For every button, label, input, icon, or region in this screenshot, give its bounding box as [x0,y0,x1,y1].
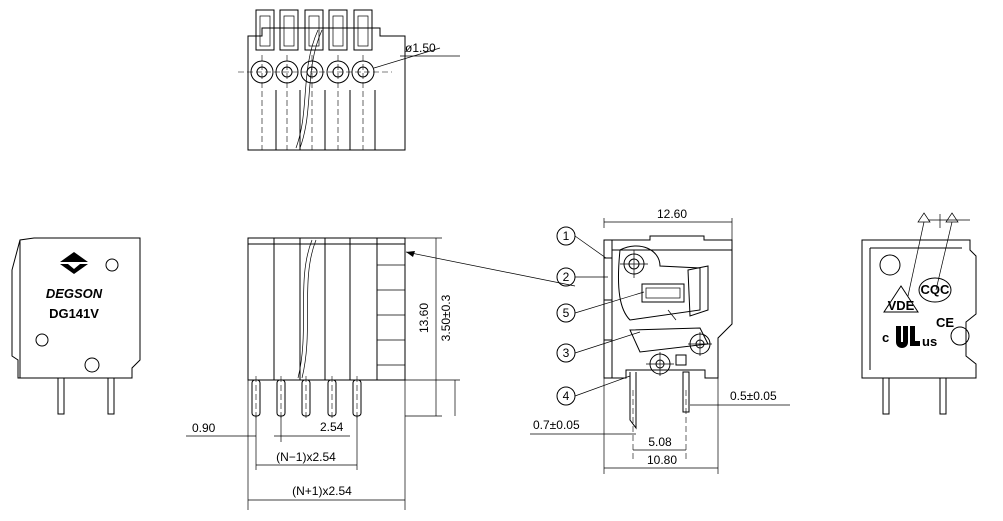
n-plus-1-dim-label: (N+1)x2.54 [292,484,352,498]
pin-left [57,377,65,415]
hole-diameter-label: ø1.50 [405,41,436,55]
svg-text:CQC: CQC [921,282,951,297]
section-pin-left [629,372,637,430]
reference-arrow [405,251,576,287]
vde-mark: VDE [883,285,919,313]
wire-entry-slots [255,9,373,51]
brand-label: DEGSON [46,286,103,301]
pin-width-dim-label: 0.7±0.05 [533,418,580,432]
svg-text:c: c [882,330,889,345]
svg-text:1: 1 [563,229,570,243]
pin-length-dim-label: 3.50±0.3 [439,294,453,341]
pitch-dim-label: 2.54 [320,420,344,434]
svg-text:VDE: VDE [888,298,915,313]
height-dim-label: 13.60 [417,303,431,333]
svg-text:2: 2 [563,270,570,284]
callout-2: 2 [556,267,608,287]
ul-mark: c us [882,326,937,349]
svg-text:us: us [922,334,937,349]
pin-offset-dim-label: 0.90 [192,421,216,435]
callout-5: 5 [556,291,645,323]
warning-icon [917,212,931,223]
degson-logo [60,252,88,274]
left-side-view: DEGSON DG141V [11,237,141,415]
pin-right [107,377,115,415]
ce-mark: CE [936,315,954,330]
front-view: 13.60 3.50±0.3 0.90 2.54 (N−1)x2.54 (N+1… [186,237,460,510]
top-view: ø1.50 [238,9,460,151]
pin-thickness-dim-label: 0.5±0.05 [730,389,777,403]
terminal-pins [251,379,362,417]
cqc-mark: CQC [918,277,952,303]
callout-3: 3 [556,331,641,363]
svg-text:5: 5 [563,306,570,320]
pin-spacing-dim-label: 5.08 [648,435,672,449]
reference-hole [105,258,119,272]
svg-text:4: 4 [563,389,570,403]
break-line [295,29,319,149]
model-label: DG141V [49,306,99,321]
wire-insertion-channel [641,283,685,303]
svg-text:3: 3 [563,346,570,360]
base-dim-label: 10.80 [647,453,677,467]
callout-1: 1 [556,226,607,259]
callout-4: 4 [556,375,631,406]
n-minus-1-dim-label: (N−1)x2.54 [276,450,336,464]
section-view: 12.60 1 2 5 3 4 [405,207,790,474]
certification-view: VDE CQC CE c us [861,212,977,415]
width-dim-label: 12.60 [657,207,687,221]
